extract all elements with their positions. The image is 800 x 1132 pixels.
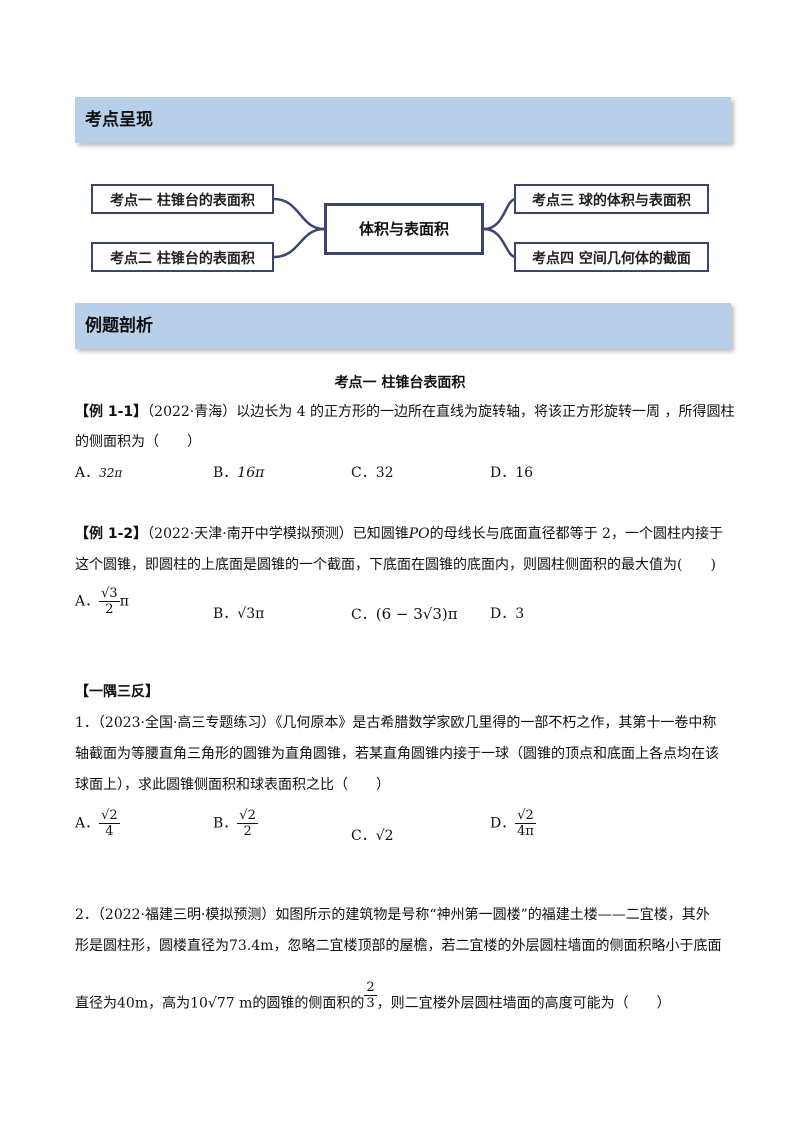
example-tag: 【例 1-1】 [75,404,148,420]
mindmap-center-node: 体积与表面积 [324,203,484,255]
option-d: D．16 [490,465,534,481]
mindmap-connectors [273,197,517,259]
mindmap-node-3: 考点三 球的体积与表面积 [514,184,709,214]
option-c: C．(6 − 3√3)π [351,605,458,623]
question-2-line-1: 2．（2022·福建三明·模拟预测）如图所示的建筑物是号称“神州第一圆楼”的福建… [75,907,710,923]
section-banner-kaodian: 考点呈现 [75,97,731,143]
example-1-2-line-2: 这个圆锥，即圆柱的上底面是圆锥的一个截面，下底面在圆锥的底面内，则圆柱侧面积的最… [75,557,716,573]
option-b: B．√3π [213,606,265,622]
question-1-line-2: 轴截面为等腰直角三角形的圆锥为直角圆锥，若某直角圆锥内接于一球（圆锥的顶点和底面… [75,746,719,762]
example-1-1-line-1: 【例 1-1】（2022·青海）以边长为 4 的正方形的一边所在直线为旋转轴，将… [75,404,735,420]
option-a: A．32π [75,465,123,481]
question-2-line-2: 形是圆柱形，圆楼直径为73.4m，忽略二宜楼顶部的屋檐，若二宜楼的外层圆柱墙面的… [75,938,722,954]
option-d: D．3 [490,606,525,622]
option-b: B．16π [213,465,265,481]
option-c: C．32 [351,465,394,481]
mindmap-node-2: 考点二 柱锥台的表面积 [91,242,274,272]
mindmap-node-4: 考点四 空间几何体的截面 [514,242,709,272]
yigesanfan-heading: 【一隅三反】 [75,684,159,700]
section-title: 考点一 柱锥台表面积 [334,375,466,391]
example-1-2-line-1: 【例 1-2】（2022·天津·南开中学模拟预测）已知圆锥PO的母线长与底面直径… [75,526,723,542]
option-c: C．√2 [351,828,394,844]
question-1-line-3: 球面上），求此圆锥侧面积和球表面积之比（ ） [75,777,390,793]
banner-title: 考点呈现 [85,110,153,130]
question-1-line-1: 1．（2023·全国·高三专题练习）《几何原本》是古希腊数学家欧几里得的一部不朽… [75,715,717,731]
example-1-1-line-2: 的侧面积为（ ） [75,434,201,450]
section-banner-liti: 例题剖析 [75,303,731,349]
banner-title: 例题剖析 [85,316,153,336]
example-tag: 【例 1-2】 [75,526,148,542]
mindmap-node-1: 考点一 柱锥台的表面积 [91,184,274,214]
